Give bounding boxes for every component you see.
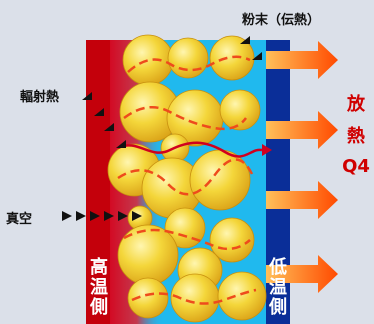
powder-particle [217, 271, 267, 321]
powder-particles [107, 34, 267, 323]
radiation-label: 輻射熱 [20, 90, 60, 105]
vacuum-arrow [132, 211, 142, 221]
vacuum-arrow [90, 211, 100, 221]
heat-release-arrow [266, 111, 338, 149]
cold-side-char: 低 [269, 257, 287, 278]
powder-particle [117, 224, 179, 286]
heat-release-label-line1: 放 [347, 94, 365, 115]
hot-side-char: 側 [90, 297, 108, 318]
hot-side-char: 温 [90, 277, 108, 298]
heat-release-label-line2: 熱 [347, 126, 365, 147]
radiation-pointer [82, 92, 92, 100]
hot-wall [86, 40, 110, 324]
cold-side-char: 側 [269, 297, 287, 318]
radiation-pointer [94, 108, 104, 116]
powder-particle [209, 217, 255, 263]
powder-particle [189, 149, 251, 211]
hot-side-char: 高 [90, 257, 108, 278]
powder-particle [127, 277, 169, 319]
cold-side-char: 温 [269, 277, 287, 298]
powder-particle [167, 37, 209, 79]
heat-release-arrow [266, 255, 338, 293]
conduction-path [123, 228, 251, 251]
radiation-pointer [116, 140, 126, 148]
powder-particle [219, 89, 261, 131]
vacuum-arrow [118, 211, 128, 221]
powder-particle [122, 34, 174, 86]
hot-side-label: 高 温 側 [87, 258, 111, 318]
powder-pointer [240, 36, 250, 44]
radiation-pointer [104, 123, 114, 131]
conduction-path [123, 105, 248, 131]
heat-release-arrow [266, 41, 338, 79]
powder-pointer [252, 52, 262, 60]
radiation-wave [117, 141, 263, 158]
conduction-paths [117, 55, 257, 305]
radiation-arrow-head [262, 144, 272, 156]
vacuum-arrow [62, 211, 72, 221]
heat-release-label-line3: Q4 [342, 156, 370, 177]
vacuum-arrow [104, 211, 114, 221]
vacuum-arrows [62, 211, 142, 221]
powder-label: 粉末（伝熱） [242, 13, 321, 28]
cold-side-label: 低 温 側 [266, 258, 290, 318]
conduction-path [131, 288, 257, 305]
vacuum-label: 真空 [6, 212, 33, 227]
powder-particle [209, 35, 255, 81]
heat-release-arrows [266, 41, 338, 293]
vacuum-arrow [76, 211, 86, 221]
heat-release-arrow [266, 181, 338, 219]
